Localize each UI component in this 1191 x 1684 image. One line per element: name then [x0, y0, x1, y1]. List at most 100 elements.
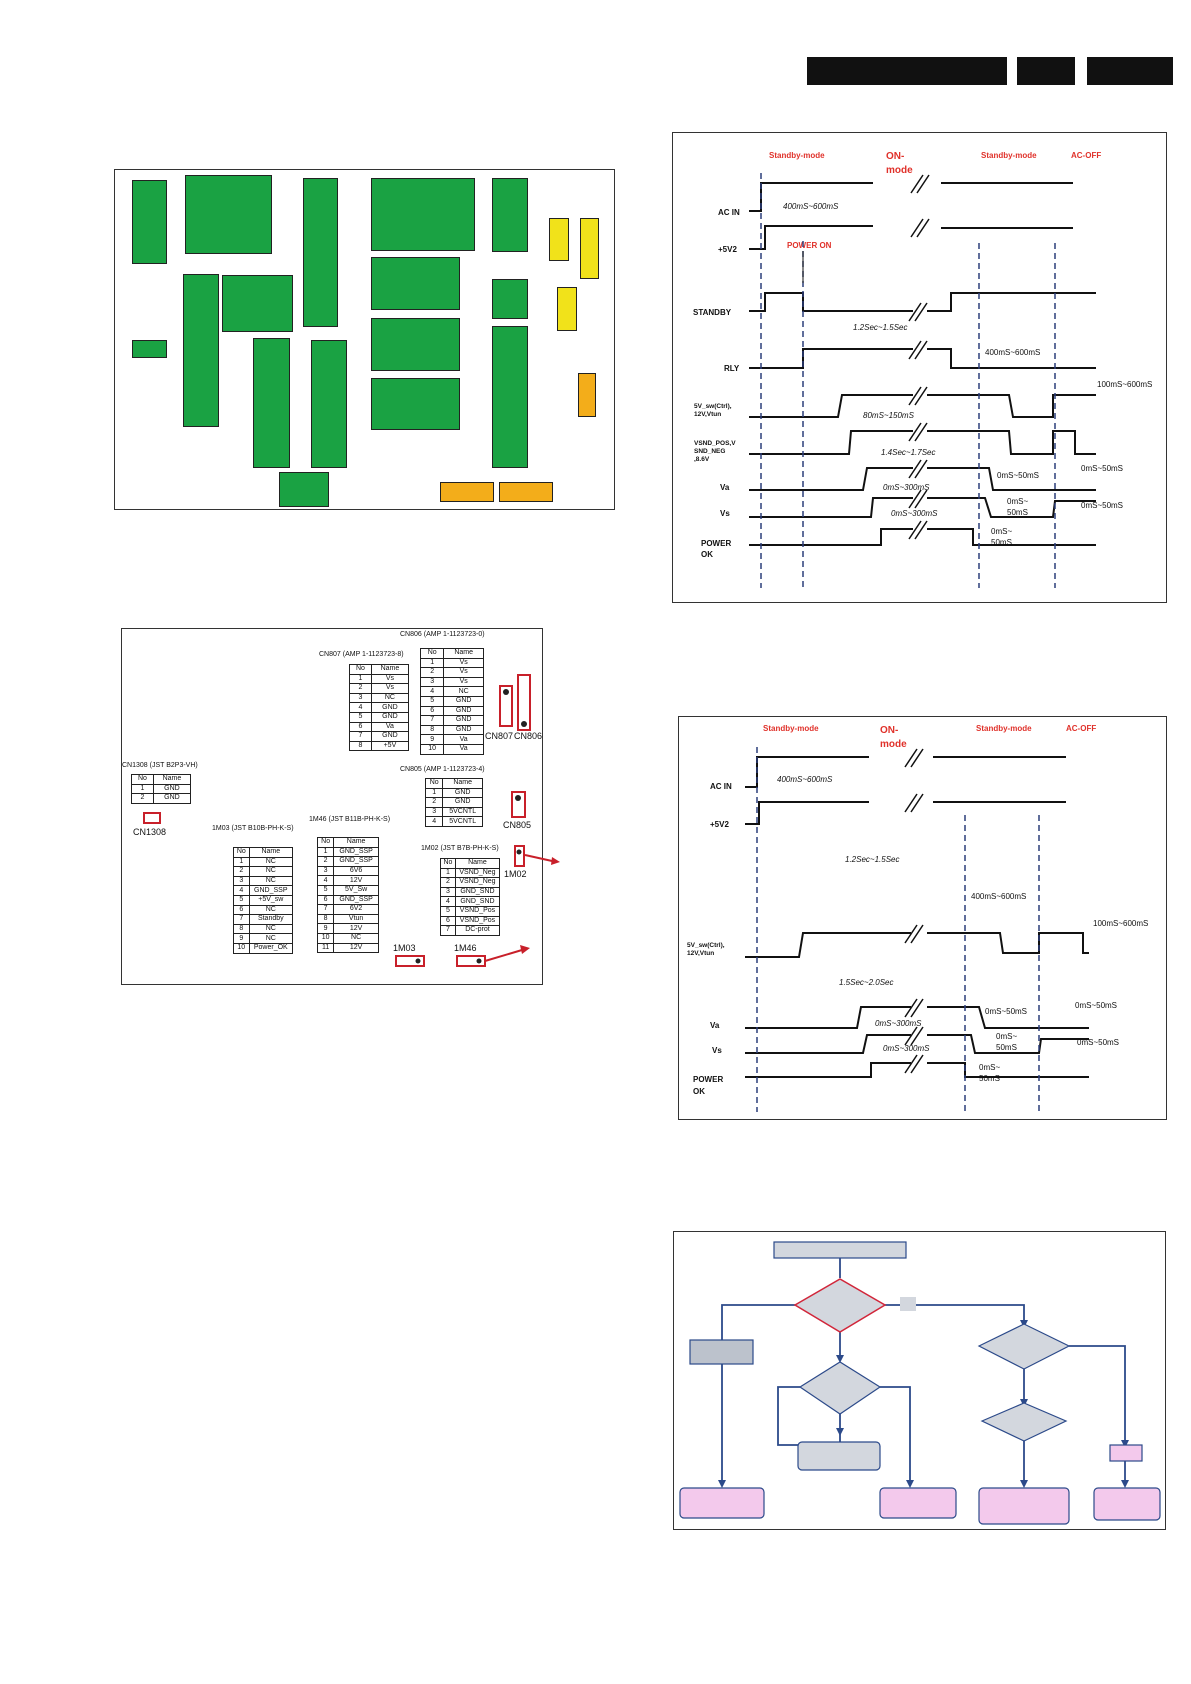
timing-label: 0mS~300mS [891, 509, 938, 518]
wave-va [745, 1006, 911, 1029]
cn1308-title: CN1308 (JST B2P3-VH) [122, 762, 198, 769]
pin-name: +5V [370, 740, 410, 752]
pin-name: 12V [333, 942, 379, 954]
timing-label: 100mS~600mS [1097, 380, 1152, 389]
pcb-component [492, 178, 528, 252]
cn806-footprint [517, 674, 531, 731]
timing-label: 80mS~150mS [863, 411, 915, 420]
flow-arrowhead [718, 1480, 726, 1488]
cn1308-label: CN1308 [133, 827, 167, 837]
wave-5v2 [745, 801, 869, 825]
pcb-component [303, 178, 338, 327]
pcb-component [132, 340, 167, 358]
header-bar-title [807, 57, 1007, 85]
connector-footprints [143, 674, 560, 967]
cn807-title: CN807 (AMP 1-1123723-8) [319, 651, 404, 658]
timing-diagram-nonsound: Standby-mode ON- mode Standby-mode AC-OF… [678, 716, 1167, 1120]
pcb-component [132, 180, 167, 264]
wave-va-2 [927, 467, 1096, 491]
sig-acin: AC IN [710, 782, 732, 791]
timing-label: 0mS~50mS [985, 1007, 1027, 1016]
break-marker [904, 998, 924, 1018]
timing-diagram-2-svg: Standby-mode ON- mode Standby-mode AC-OF… [687, 724, 1148, 1112]
sig-sw-1: 5V_sw(Ctrl), [694, 403, 732, 410]
sig-5v2: +5V2 [718, 245, 737, 254]
m02-title: 1M02 (JST B7B-PH-K-S) [421, 845, 499, 852]
flow-terminal [679, 1487, 765, 1519]
m02-pin1 [516, 849, 522, 855]
m03-label: 1M03 [393, 943, 416, 953]
timing-label: 0mS~ [979, 1063, 1000, 1072]
timing-label: 400mS~600mS [777, 775, 833, 784]
flow-terminal [978, 1487, 1070, 1525]
flow-arrowhead [1121, 1480, 1129, 1488]
timing-label: 1.2Sec~1.5Sec [853, 323, 907, 332]
wave-va [749, 467, 913, 491]
sig-standby: STANDBY [693, 308, 732, 317]
pin-no: 4 [424, 816, 444, 827]
timing-label: 0mS~ [1007, 497, 1028, 506]
mode-standby-1: Standby-mode [763, 724, 819, 733]
flow-terminal [879, 1487, 957, 1519]
flow-start [773, 1241, 907, 1259]
wave-sw [749, 394, 913, 418]
pcb-component [185, 175, 272, 254]
wave-pok-2 [927, 528, 1096, 546]
flow-arrowhead [1020, 1480, 1028, 1488]
timing-label: 1.2Sec~1.5Sec [845, 855, 899, 864]
pcb-component [578, 373, 596, 417]
flow-arrowhead [836, 1355, 844, 1363]
break-marker [910, 218, 930, 238]
cn1308-footprint [143, 812, 161, 824]
wave-standby [749, 292, 913, 312]
flow-decision [980, 1402, 1068, 1442]
timing-label: 0mS~50mS [1081, 501, 1123, 510]
pcb-component [183, 274, 219, 427]
cn806-title: CN806 (AMP 1-1123723-0) [400, 631, 485, 638]
cn805-pin1 [515, 795, 521, 801]
timing-label: 0mS~50mS [1077, 1038, 1119, 1047]
timing-label: 0mS~300mS [875, 1019, 922, 1028]
sig-5v2: +5V2 [710, 820, 729, 829]
timing-diagram-1-svg: Standby-mode ON- mode Standby-mode AC-OF… [693, 151, 1152, 588]
timing-label: 50mS [991, 538, 1012, 547]
sig-rly: RLY [724, 364, 740, 373]
pin-name: Power_OK [248, 942, 294, 954]
wave-pok [749, 528, 913, 546]
break-marker [908, 302, 928, 322]
break-marker [908, 422, 928, 442]
power-on-label: POWER ON [787, 241, 832, 250]
mode-standby-2: Standby-mode [981, 151, 1037, 160]
pcb-component [371, 378, 460, 430]
wave-sw-2 [927, 932, 1089, 954]
break-marker [904, 1054, 924, 1074]
flow-label-yes [900, 1297, 916, 1311]
pcb-component [253, 338, 290, 468]
sig-sw-2: 12V,Vtun [687, 950, 714, 957]
header-bar-page [1087, 57, 1173, 85]
pcb-component [557, 287, 577, 331]
cn807-footprint [499, 685, 513, 727]
m46-label: 1M46 [454, 943, 477, 953]
cn805-footprint [511, 791, 526, 818]
flow-process-right [1109, 1444, 1143, 1462]
timing-label: 1.5Sec~2.0Sec [839, 978, 893, 987]
flow-line [721, 1304, 795, 1485]
mode-on-1: ON- [880, 725, 898, 736]
m03-title: 1M03 (JST B10B-PH-K-S) [212, 825, 294, 832]
wave-sw [745, 932, 911, 958]
pcb-component [279, 472, 329, 507]
sig-snd-1: VSND_POS,V [694, 440, 736, 447]
pcb-component [549, 218, 569, 261]
m02-label: 1M02 [504, 869, 527, 879]
pin-name: DC-prot [454, 925, 501, 936]
timing-label: 400mS~600mS [783, 202, 839, 211]
pcb-layout-diagram [114, 169, 615, 510]
pcb-component [499, 482, 553, 502]
pcb-component [311, 340, 347, 468]
pcb-component [580, 218, 599, 279]
m46-title: 1M46 (JST B11B-PH-K-S) [309, 816, 391, 823]
